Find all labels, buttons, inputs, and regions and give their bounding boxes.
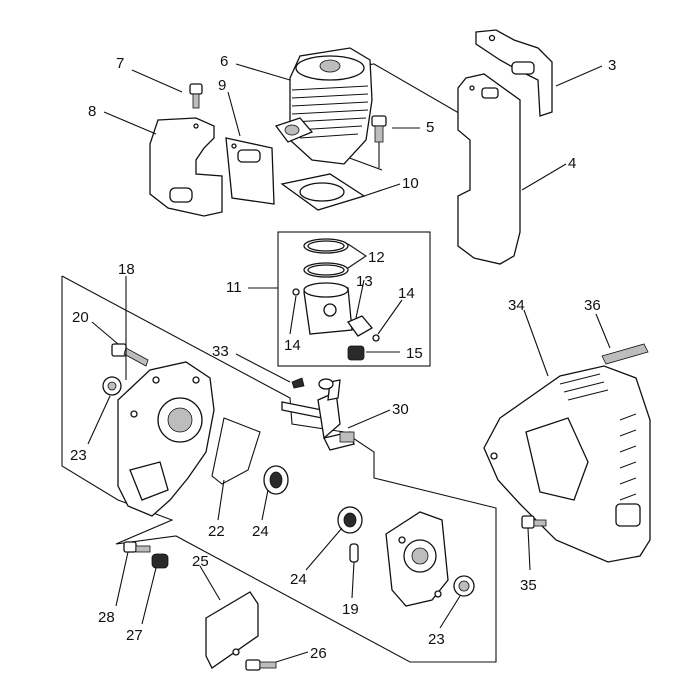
needle-bearing [347, 345, 365, 361]
callout-19: 19 [342, 601, 359, 618]
callout-13: 13 [356, 273, 373, 290]
callout-12: 12 [368, 249, 385, 266]
bolt-28 [123, 541, 151, 553]
callout-23-left: 23 [70, 447, 87, 464]
cylinder-gasket [280, 173, 366, 211]
bracket-upper [475, 29, 553, 117]
callout-22: 22 [208, 523, 225, 540]
callout-30: 30 [392, 401, 409, 418]
bearing-right [337, 506, 363, 534]
muffler-gasket [225, 137, 275, 205]
piston-assembly-box [277, 231, 431, 367]
crankcase-half-right [385, 511, 449, 607]
circlips [292, 288, 380, 342]
cover-plate [205, 591, 259, 669]
callout-24-right: 24 [290, 571, 307, 588]
crankshaft [281, 378, 355, 451]
callout-18: 18 [118, 261, 135, 278]
bolt-7 [189, 83, 203, 109]
callout-26: 26 [310, 645, 327, 662]
callout-15: 15 [406, 345, 423, 362]
callout-4: 4 [568, 155, 576, 172]
callout-27: 27 [126, 627, 143, 644]
callout-11: 11 [226, 279, 242, 296]
bearing-left [263, 465, 289, 495]
engine-cover [483, 365, 651, 563]
bolt-5 [371, 115, 387, 168]
heat-shield [457, 73, 521, 265]
callout-5: 5 [426, 119, 434, 136]
oil-seal-left [102, 376, 122, 396]
callout-24-left: 24 [252, 523, 269, 540]
callout-9: 9 [218, 77, 226, 94]
damper-27 [151, 553, 169, 569]
crankcase-gasket [211, 417, 261, 485]
piston-rings [303, 238, 349, 278]
callout-25: 25 [192, 553, 209, 570]
cylinder-leader-to-gasket [343, 155, 383, 171]
callout-numbers: 7 6 9 8 3 5 4 10 12 13 11 14 14 15 18 20… [70, 53, 616, 662]
callout-8: 8 [88, 103, 96, 120]
callout-35: 35 [520, 577, 537, 594]
piston [303, 282, 353, 335]
callout-36: 36 [584, 297, 601, 314]
callout-23-right: 23 [428, 631, 445, 648]
callout-3: 3 [608, 57, 616, 74]
callout-6: 6 [220, 53, 228, 70]
bolt-26 [245, 659, 277, 671]
oil-seal-right [453, 575, 475, 597]
leader-lines [87, 63, 611, 663]
piston-pin [347, 315, 373, 337]
callout-14-right: 14 [398, 285, 415, 302]
muffler-cover [149, 117, 223, 217]
callout-10: 10 [402, 175, 419, 192]
callout-14-left: 14 [284, 337, 301, 354]
bolt-20 [111, 343, 149, 367]
callout-34: 34 [508, 297, 525, 314]
cylinder [274, 47, 373, 165]
callout-7: 7 [116, 55, 124, 72]
crankcase-half [117, 361, 215, 517]
label-sticker [601, 343, 649, 365]
woodruff-key [291, 377, 305, 389]
callout-20: 20 [72, 309, 89, 326]
callout-33: 33 [212, 343, 229, 360]
callout-28: 28 [98, 609, 115, 626]
dowel-pin [349, 543, 359, 563]
